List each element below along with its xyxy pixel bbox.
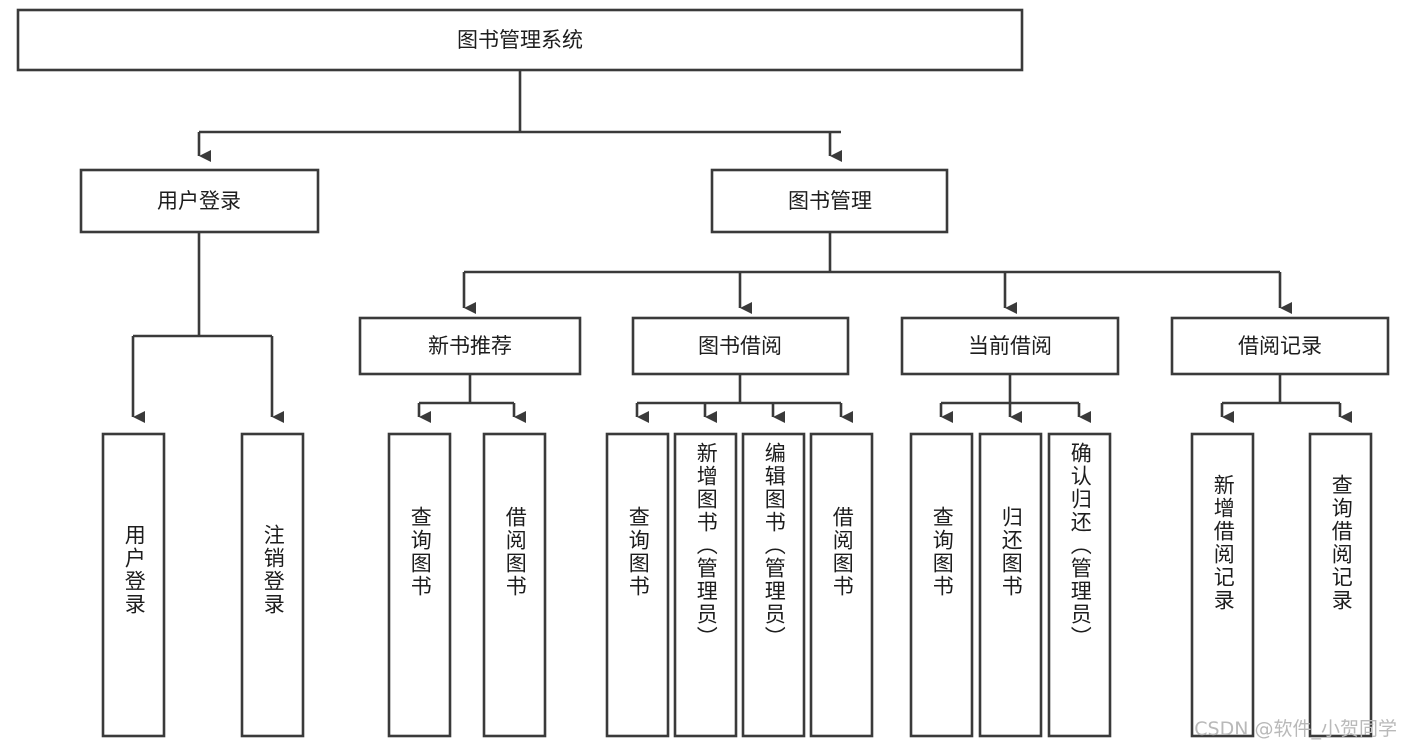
connector-book-borrow-to-leaves [635,374,854,424]
node-new-book-recommend[interactable]: 新书推荐 [358,316,582,376]
node-book-management[interactable]: 图书管理 [710,168,949,234]
leaf-box-current-borrow-2[interactable] [1047,432,1112,738]
leaf-box-borrow-record-1[interactable] [1308,432,1373,738]
connector-user-login-to-leaves [131,232,285,424]
node-root-label: 图书管理系统 [457,28,583,52]
node-book-borrow[interactable]: 图书借阅 [631,316,850,376]
node-user-login[interactable]: 用户登录 [79,168,320,234]
leaf-box-user-login-1[interactable] [240,432,305,738]
node-borrow-record-label: 借阅记录 [1238,334,1322,358]
leaf-box-book-borrow-2[interactable] [741,432,806,738]
connector-current-borrow-to-leaves [939,374,1092,424]
node-book-management-label: 图书管理 [788,189,872,213]
node-new-book-recommend-label: 新书推荐 [428,334,512,358]
connector-root-to-level1 [197,70,843,163]
leaf-box-new-book-0[interactable] [387,432,452,738]
node-current-borrow-label: 当前借阅 [968,334,1052,358]
node-root[interactable]: 图书管理系统 [16,8,1024,72]
leaf-box-book-borrow-0[interactable] [605,432,670,738]
connector-borrow-record-to-leaves [1220,374,1353,424]
node-current-borrow[interactable]: 当前借阅 [900,316,1120,376]
leaf-box-book-borrow-1[interactable] [673,432,738,738]
node-borrow-record[interactable]: 借阅记录 [1170,316,1390,376]
leaf-box-book-borrow-3[interactable] [809,432,874,738]
leaf-box-user-login-0[interactable] [101,432,166,738]
connector-book-manage-to-level2 [462,232,1293,315]
connector-new-book-to-leaves [417,374,527,424]
node-user-login-label: 用户登录 [157,189,241,213]
node-book-borrow-label: 图书借阅 [698,334,782,358]
leaf-box-new-book-1[interactable] [482,432,547,738]
leaf-box-borrow-record-0[interactable] [1190,432,1255,738]
watermark-text: CSDN @软件_小贺同学 [1194,718,1397,740]
leaf-box-current-borrow-0[interactable] [909,432,974,738]
leaf-box-current-borrow-1[interactable] [978,432,1043,738]
